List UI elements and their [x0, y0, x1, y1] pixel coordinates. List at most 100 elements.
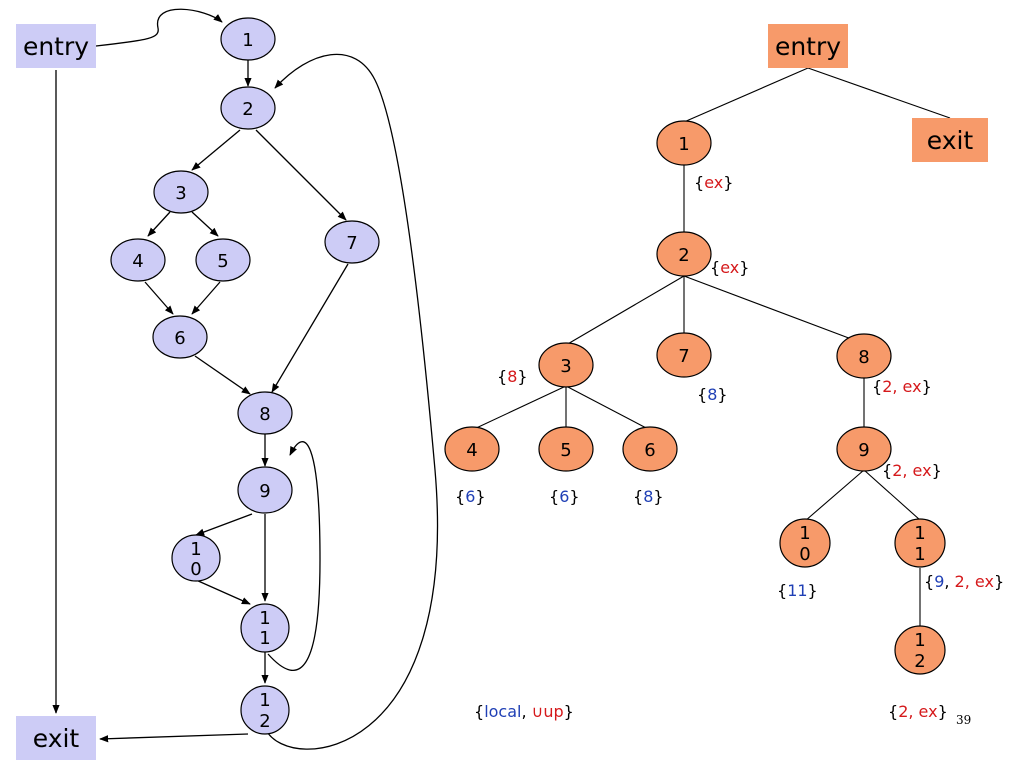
- tree-edges: [471, 67, 951, 626]
- tree-node-12-label-bottom: 2: [914, 651, 925, 672]
- cfg-node-1-label: 1: [242, 30, 253, 51]
- cfg-node-6-label: 6: [174, 328, 185, 349]
- cfg-node-4-label: 4: [132, 251, 143, 272]
- cfg-exit-box: [16, 716, 96, 760]
- tree-edge-3-4: [471, 385, 567, 431]
- tree-node-2-label: 2: [678, 245, 689, 266]
- cfg-node-2: [220, 86, 276, 130]
- tree-edge-entry-exit: [807, 67, 951, 119]
- set-node-4: {6}: [455, 487, 486, 506]
- cfg-entry-box: [16, 24, 96, 68]
- tree-node-8: [836, 333, 892, 379]
- tree-node-7: [656, 332, 712, 378]
- tree-edge-3-6: [565, 385, 651, 431]
- edge-9-10: [195, 513, 253, 536]
- cfg-node-9-label: 9: [259, 481, 270, 502]
- tree-node-10-label-top: 1: [799, 523, 810, 544]
- set-node-7: {8}: [697, 385, 728, 404]
- tree-node-12: [894, 625, 946, 675]
- tree-node-10: [779, 518, 831, 568]
- tree-edge-2-3: [565, 275, 685, 346]
- cfg-node-3: [153, 170, 209, 214]
- edge-entry-1: [95, 8, 223, 47]
- set-node-6: {8}: [633, 487, 664, 506]
- set-node-3: {8}: [497, 367, 528, 386]
- tree-node-10-label-bottom: 0: [799, 544, 810, 565]
- edge-12-exit: [99, 733, 249, 743]
- cfg-node-10: [171, 534, 221, 582]
- cfg-node-11: [240, 603, 290, 653]
- edge-10-11: [195, 579, 251, 605]
- edge-5-6: [191, 281, 221, 315]
- cfg-node-11-label-bottom: 1: [259, 628, 270, 649]
- edge-2-3: [191, 129, 241, 171]
- left-cfg: entry exit 1 2 3 4 5 6 7 8 9: [16, 8, 438, 760]
- tree-edge-entry-1: [683, 67, 809, 123]
- set-node-10: {11}: [777, 581, 818, 600]
- cfg-exit-label: exit: [33, 724, 80, 753]
- tree-entry-label: entry: [775, 32, 841, 61]
- cfg-node-7: [324, 220, 380, 264]
- set-node-12: {2, ex}: [888, 702, 948, 721]
- edge-6-8: [194, 355, 251, 395]
- edge-12-2-loop: [265, 53, 438, 750]
- edge-11-9-loop: [267, 441, 321, 671]
- tree-node-1-label: 1: [678, 134, 689, 155]
- set-node-2: {ex}: [710, 258, 749, 277]
- cfg-node-8: [237, 391, 293, 435]
- tree-node-7-label: 7: [678, 346, 689, 367]
- tree-node-3-label: 3: [560, 356, 571, 377]
- set-node-9: {2, ex}: [882, 461, 942, 480]
- tree-node-11-label-bottom: 1: [914, 544, 925, 565]
- tree-node-9-label: 9: [858, 440, 869, 461]
- tree-exit-label: exit: [927, 126, 974, 155]
- set-node-1: {ex}: [694, 173, 733, 192]
- cfg-node-2-label: 2: [242, 99, 253, 120]
- tree-node-4-label: 4: [466, 440, 477, 461]
- cfg-node-4: [110, 238, 166, 282]
- edge-2-7: [255, 129, 347, 221]
- tree-node-5: [538, 426, 594, 472]
- cfg-node-7-label: 7: [346, 233, 357, 254]
- cfg-node-11-label-top: 1: [259, 608, 270, 629]
- tree-node-9: [836, 426, 892, 472]
- tree-exit-box: [912, 118, 988, 162]
- tree-node-1: [656, 120, 712, 166]
- edge-3-4: [147, 211, 171, 237]
- tree-node-6-label: 6: [644, 440, 655, 461]
- tree-edge-2-8: [683, 275, 863, 344]
- edge-4-6: [144, 281, 174, 315]
- edge-7-8: [271, 263, 349, 393]
- cfg-node-12-label-bottom: 2: [259, 711, 270, 732]
- right-tree: entry exit 1 2 3 7 8 4 5 6 9: [444, 24, 1004, 727]
- tree-node-2: [656, 231, 712, 277]
- set-node-5: {6}: [549, 487, 580, 506]
- set-node-11: {9, 2, ex}: [924, 572, 1004, 591]
- cfg-node-12-label-top: 1: [259, 690, 270, 711]
- set-node-8: {2, ex}: [872, 377, 932, 396]
- cfg-node-6: [152, 315, 208, 359]
- cfg-node-10-label-top: 1: [190, 539, 201, 560]
- tree-node-6: [622, 426, 678, 472]
- cfg-node-9: [237, 466, 293, 514]
- cfg-node-12: [240, 685, 290, 735]
- cfg-node-3-label: 3: [175, 183, 186, 204]
- cfg-node-5-label: 5: [217, 251, 228, 272]
- tree-node-3: [538, 342, 594, 388]
- cfg-node-8-label: 8: [259, 404, 270, 425]
- tree-node-12-label-top: 1: [914, 630, 925, 651]
- tree-node-5-label: 5: [560, 440, 571, 461]
- cfg-entry-label: entry: [23, 32, 89, 61]
- cfg-node-10-label-bottom: 0: [190, 559, 201, 580]
- tree-node-11: [894, 518, 946, 568]
- tree-edge-9-11: [863, 469, 921, 521]
- tree-node-8-label: 8: [858, 347, 869, 368]
- tree-entry-box: [768, 24, 848, 68]
- edge-3-5: [191, 211, 219, 237]
- legend-local-up: {local, ∪up}: [474, 702, 574, 721]
- cfg-node-5: [195, 238, 251, 282]
- tree-edge-9-10: [804, 469, 865, 522]
- tree-node-4: [444, 426, 500, 472]
